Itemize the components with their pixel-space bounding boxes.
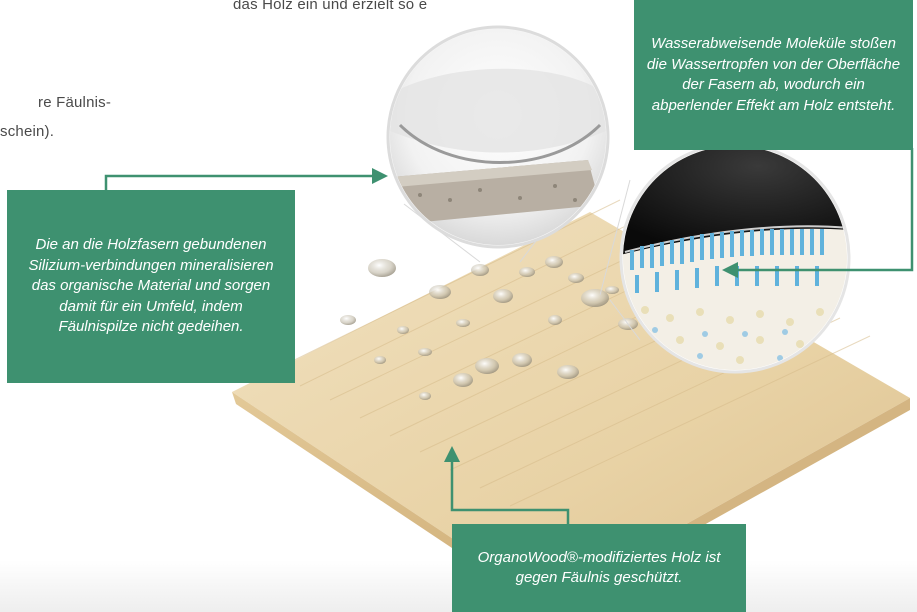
callout-surface-text: Wasserabweisende Moleküle stoßen die Was… [646,35,901,114]
connector-surface [734,148,914,272]
arrow-up-icon [444,446,460,462]
intro-line-3: schein). [0,123,55,140]
callout-mineral-text: Die an die Holzfasern gebundenen Siliziu… [28,236,274,336]
intro-line-1: das Holz ein und erzielt so e [233,0,428,13]
callout-mineral: Die an die Holzfasern gebundenen Siliziu… [7,190,295,383]
magnifier-droplet-detail [386,25,610,249]
intro-line-2: re Fäulnis- [38,94,112,111]
connector-wood [450,460,570,524]
arrow-right-icon [372,168,388,184]
magnifier-molecule-detail [619,142,851,374]
connector-mineral [104,174,374,190]
arrow-left-icon [722,262,738,278]
water-droplets [340,256,638,400]
callout-wood-text: OrganoWood®-modifiziertes Holz ist gegen… [477,548,721,587]
callout-surface: Wasserabweisende Moleküle stoßen die Was… [634,0,913,150]
callout-wood: OrganoWood®-modifiziertes Holz ist gegen… [452,524,746,612]
